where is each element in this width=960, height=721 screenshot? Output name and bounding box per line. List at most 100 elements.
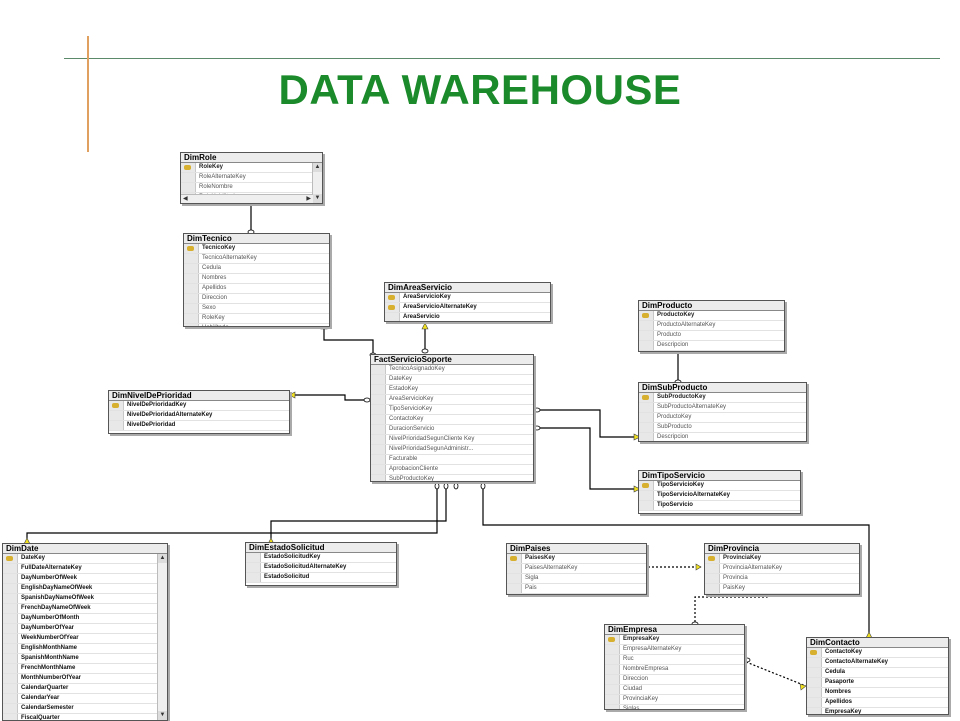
table-field-row[interactable]: NivelDePrioridadAlternateKey: [109, 411, 289, 421]
vertical-scrollbar[interactable]: ▲ ▼: [157, 554, 167, 720]
table-field-row[interactable]: ContactoKey: [371, 415, 533, 425]
table-field-row[interactable]: RoleNombre: [181, 183, 322, 193]
row-selector[interactable]: [3, 624, 18, 633]
row-selector[interactable]: [246, 573, 261, 582]
table-field-row[interactable]: DateKey: [371, 375, 533, 385]
row-selector[interactable]: [184, 254, 199, 263]
table-field-row[interactable]: DayNumberOfWeek: [3, 574, 157, 584]
table-field-row[interactable]: EmpresaAlternateKey: [605, 645, 744, 655]
row-selector[interactable]: [807, 668, 822, 677]
table-field-row[interactable]: Siglas: [605, 705, 744, 709]
row-selector[interactable]: [385, 313, 400, 321]
table-field-row[interactable]: NivelPrioridadSegunAdministr...: [371, 445, 533, 455]
table-field-row[interactable]: AreaServicio: [385, 313, 550, 321]
table-field-row[interactable]: Pais: [507, 584, 646, 594]
table-field-row[interactable]: AprobacionCliente: [371, 465, 533, 475]
row-selector[interactable]: [184, 264, 199, 273]
row-selector[interactable]: [371, 395, 386, 404]
table-field-row[interactable]: DayNumberOfMonth: [3, 614, 157, 624]
row-selector[interactable]: [639, 403, 654, 412]
table-field-row[interactable]: Facturable: [371, 455, 533, 465]
row-selector[interactable]: [371, 415, 386, 424]
table-field-row[interactable]: SubProductoAlternateKey: [639, 403, 806, 413]
scroll-left-icon[interactable]: ◀: [183, 196, 188, 202]
table-field-row[interactable]: EstadoKey: [371, 385, 533, 395]
row-selector[interactable]: [371, 445, 386, 454]
table-field-row[interactable]: Apellidos: [184, 284, 329, 294]
row-selector[interactable]: [184, 284, 199, 293]
row-selector[interactable]: [807, 698, 822, 707]
table-field-row[interactable]: Nombres: [807, 688, 948, 698]
row-selector[interactable]: [109, 411, 124, 420]
row-selector[interactable]: [3, 634, 18, 643]
row-selector[interactable]: [371, 435, 386, 444]
table-field-row[interactable]: Descripcion: [639, 341, 784, 351]
row-selector[interactable]: [184, 314, 199, 323]
table-field-row[interactable]: EnglishDayNameOfWeek: [3, 584, 157, 594]
row-selector[interactable]: [639, 423, 654, 432]
table-field-row[interactable]: SpanishDayNameOfWeek: [3, 594, 157, 604]
table-field-row[interactable]: RoleAlternateKey: [181, 173, 322, 183]
table-field-row[interactable]: PaisesKey: [507, 554, 646, 564]
row-selector[interactable]: [3, 664, 18, 673]
row-selector[interactable]: [3, 614, 18, 623]
row-selector[interactable]: [605, 705, 620, 709]
row-selector[interactable]: [807, 708, 822, 714]
row-selector[interactable]: [507, 584, 522, 593]
table-field-row[interactable]: CalendarSemester: [3, 704, 157, 714]
table-field-row[interactable]: Ruc: [605, 655, 744, 665]
table-field-row[interactable]: AreaServicioKey: [371, 395, 533, 405]
table-field-row[interactable]: PaisKey: [705, 584, 859, 594]
table-field-row[interactable]: ProductoKey: [639, 311, 784, 321]
row-selector[interactable]: [181, 183, 196, 192]
row-selector[interactable]: [371, 405, 386, 414]
table-field-row[interactable]: DayNumberOfYear: [3, 624, 157, 634]
row-selector[interactable]: [184, 324, 199, 326]
table-field-row[interactable]: TipoServicioKey: [639, 481, 800, 491]
table-field-row[interactable]: ProvinciaAlternateKey: [705, 564, 859, 574]
row-selector[interactable]: [639, 491, 654, 500]
row-selector[interactable]: [371, 475, 386, 481]
row-selector[interactable]: [3, 564, 18, 573]
row-selector[interactable]: [605, 645, 620, 654]
table-field-row[interactable]: Producto: [639, 331, 784, 341]
table-field-row[interactable]: SpanishMonthName: [3, 654, 157, 664]
row-selector[interactable]: [3, 694, 18, 703]
table-field-row[interactable]: EmpresaKey: [605, 635, 744, 645]
table-field-row[interactable]: TecnicoAsignadoKey: [371, 365, 533, 375]
table-field-row[interactable]: FullDateAlternateKey: [3, 564, 157, 574]
row-selector[interactable]: [807, 658, 822, 667]
table-field-row[interactable]: Sigla: [507, 574, 646, 584]
table-field-row[interactable]: Direccion: [605, 675, 744, 685]
scroll-right-icon[interactable]: ▶: [306, 196, 311, 202]
table-field-row[interactable]: RoleKey: [181, 163, 322, 173]
horizontal-scrollbar[interactable]: ◀ ▶: [181, 194, 313, 203]
table-field-row[interactable]: NivelDePrioridad: [109, 421, 289, 431]
row-selector[interactable]: [3, 604, 18, 613]
row-selector[interactable]: [184, 294, 199, 303]
table-field-row[interactable]: Ciudad: [605, 685, 744, 695]
table-field-row[interactable]: EstadoSolicitudAlternateKey: [246, 563, 396, 573]
row-selector[interactable]: [605, 675, 620, 684]
row-selector[interactable]: [605, 685, 620, 694]
table-field-row[interactable]: ProvinciaKey: [705, 554, 859, 564]
table-field-row[interactable]: EstadoSolicitudKey: [246, 553, 396, 563]
row-selector[interactable]: [639, 501, 654, 510]
table-field-row[interactable]: SubProducto: [639, 423, 806, 433]
table-field-row[interactable]: TecnicoKey: [184, 244, 329, 254]
table-field-row[interactable]: NivelDePrioridadKey: [109, 401, 289, 411]
table-field-row[interactable]: EstadoSolicitud: [246, 573, 396, 583]
row-selector[interactable]: [3, 594, 18, 603]
row-selector[interactable]: [371, 425, 386, 434]
row-selector[interactable]: [3, 654, 18, 663]
row-selector[interactable]: [605, 655, 620, 664]
scroll-down-icon[interactable]: ▼: [158, 711, 167, 720]
table-field-row[interactable]: RoleKey: [184, 314, 329, 324]
